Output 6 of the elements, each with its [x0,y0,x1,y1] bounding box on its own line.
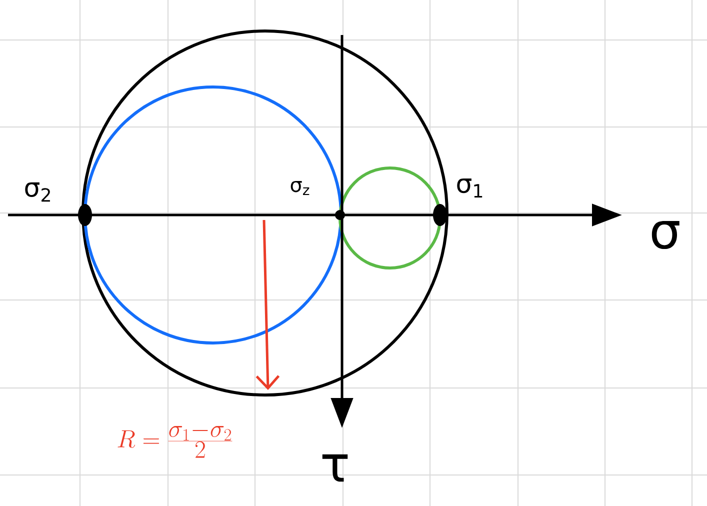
axis-label: σ [652,220,680,250]
stress-label: σ$_{1}$ [457,178,482,198]
stress-label: σ$_{z}$ [290,180,310,196]
axis-label: τ [322,454,348,482]
radius-formula: $R=\frac{\sigma_1-\sigma_2}{2}$ [118,426,232,458]
stress-label: σ$_{2}$ [25,182,50,202]
